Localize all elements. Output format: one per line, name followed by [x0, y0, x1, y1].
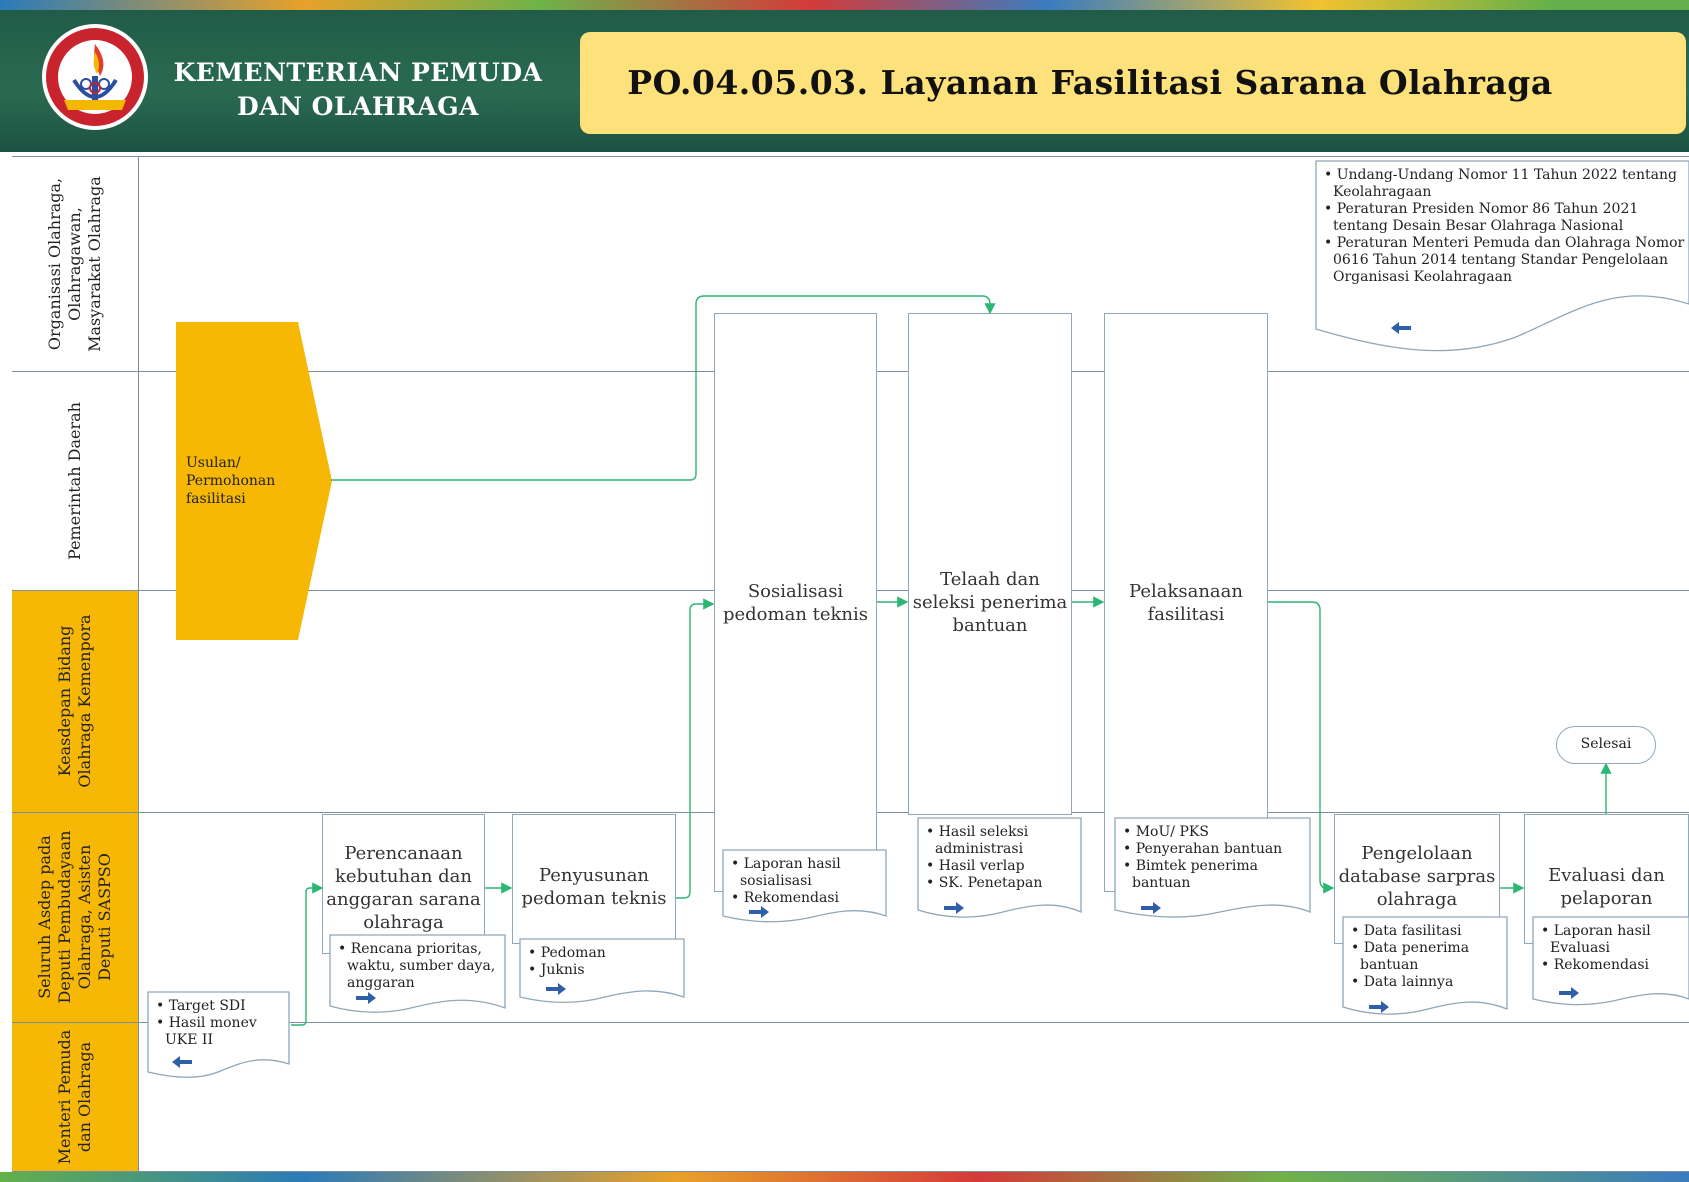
arrow-right-icon — [356, 992, 376, 1004]
lane-label-organisasi: Organisasi Olahraga, Olahragawan, Masyar… — [12, 156, 139, 371]
arrow-right-icon — [546, 983, 566, 995]
process-pelaksanaan — [1104, 313, 1268, 892]
end-terminator — [1556, 726, 1656, 764]
doc-laporan-sosialisasi-item: • Rekomendasi — [731, 890, 839, 906]
lane-label-asdep: Seluruh Asdep pada Deputi Pembudayaan Ol… — [12, 812, 139, 1022]
arrow-right-icon — [1559, 987, 1579, 999]
connector-target-to-perencanaan — [291, 882, 324, 1026]
arrow-right-icon — [1141, 902, 1161, 914]
process-evaluasi-label: Evaluasi dan pelaporan — [1548, 865, 1665, 909]
doc-hasil-seleksi-item: • Hasil seleksi administrasi — [926, 824, 1029, 857]
process-pelaksanaan-label: Pelaksanaan fasilitasi — [1129, 581, 1243, 625]
process-telaah-label: Telaah dan seleksi penerima bantuan — [912, 569, 1068, 636]
process-sosialisasi — [714, 313, 877, 892]
process-telaah — [908, 313, 1072, 815]
title-box — [580, 32, 1686, 134]
doc-hasil-seleksi-item: • Hasil verlap — [926, 858, 1025, 874]
document-target: • Target SDI • Hasil monev UKE II — [147, 991, 290, 1078]
doc-data-item: • Data lainnya — [1351, 974, 1454, 990]
doc-data-item: • Data penerima bantuan — [1351, 940, 1470, 973]
process-perencanaan-label: Perencanaan kebutuhan dan anggaran saran… — [326, 843, 481, 933]
organization-name: KEMENTERIAN PEMUDA DAN OLAHRAGA — [173, 58, 543, 121]
doc-regulasi-item: • Peraturan Presiden Nomor 86 Tahun 2021… — [1324, 201, 1639, 234]
process-perencanaan — [322, 814, 485, 954]
document-hasil-seleksi: • Hasil seleksi administrasi • Hasil ver… — [917, 817, 1082, 922]
doc-rencana-item: • Rencana prioritas, waktu, sumber daya,… — [338, 941, 496, 991]
connector-start-to-telaah — [331, 295, 996, 481]
connector-pelaksanaan-to-pengelolaan — [1268, 601, 1335, 894]
doc-pedoman-item: • Juknis — [528, 962, 585, 978]
document-data: • Data fasilitasi • Data penerima bantua… — [1342, 916, 1508, 1017]
start-label: Usulan/ Permohonan fasilitasi — [186, 455, 276, 507]
arrow-left-icon — [1391, 322, 1411, 334]
arrow-left-icon — [172, 1056, 192, 1068]
doc-laporan-evaluasi-item: • Laporan hasil Evaluasi — [1541, 923, 1651, 956]
lane-separator — [12, 156, 1689, 157]
process-penyusunan-label: Penyusunan pedoman teknis — [521, 865, 667, 909]
lane-label-menteri: Menteri Pemuda dan Olahraga — [12, 1022, 139, 1172]
doc-pedoman-item: • Pedoman — [528, 945, 606, 961]
lane-separator — [12, 1171, 1689, 1172]
connector-penyusunan-to-sosialisasi — [676, 598, 715, 899]
process-penyusunan — [512, 814, 676, 944]
process-sosialisasi-label: Sosialisasi pedoman teknis — [722, 581, 869, 625]
lane-label-pemda: Pemerintah Daerah — [12, 371, 139, 590]
doc-laporan-sosialisasi-item: • Laporan hasil sosialisasi — [731, 856, 841, 889]
lane-label-keasdepan: Keasdepan Bidang Olahraga Kemenpora — [12, 590, 139, 812]
document-pedoman: • Pedoman • Juknis — [519, 938, 685, 1003]
doc-regulasi-item: • Peraturan Menteri Pemuda dan Olahraga … — [1324, 235, 1685, 285]
doc-mou-item: • Bimtek penerima bantuan — [1123, 858, 1258, 891]
doc-regulasi-item: • Undang-Undang Nomor 11 Tahun 2022 tent… — [1324, 167, 1677, 200]
decorative-bottom-strip — [0, 1172, 1689, 1182]
doc-target-item: • Target SDI — [156, 998, 246, 1014]
start-shape — [176, 322, 332, 640]
document-rencana: • Rencana prioritas, waktu, sumber daya,… — [329, 934, 506, 1013]
end-label: Selesai — [1580, 736, 1632, 752]
doc-data-item: • Data fasilitasi — [1351, 923, 1462, 939]
page-title: PO.04.05.03. Layanan Fasilitasi Sarana O… — [627, 63, 1553, 102]
document-laporan-evaluasi: • Laporan hasil Evaluasi • Rekomendasi — [1532, 916, 1689, 1009]
document-regulasi: • Undang-Undang Nomor 11 Tahun 2022 tent… — [1315, 160, 1689, 357]
doc-target-item: • Hasil monev UKE II — [156, 1015, 257, 1048]
doc-mou-item: • Penyerahan bantuan — [1123, 841, 1283, 857]
lane-separator — [12, 1022, 1689, 1023]
kemenpora-logo — [40, 22, 150, 132]
document-mou: • MoU/ PKS • Penyerahan bantuan • Bimtek… — [1114, 817, 1311, 922]
arrow-right-icon — [749, 906, 769, 918]
doc-hasil-seleksi-item: • SK. Penetapan — [926, 875, 1043, 891]
arrow-right-icon — [1369, 1001, 1389, 1013]
doc-laporan-evaluasi-item: • Rekomendasi — [1541, 957, 1649, 973]
doc-mou-item: • MoU/ PKS — [1123, 824, 1209, 840]
arrow-right-icon — [944, 902, 964, 914]
process-pengelolaan-label: Pengelolaan database sarpras olahraga — [1338, 843, 1496, 910]
document-laporan-sosialisasi: • Laporan hasil sosialisasi • Rekomendas… — [722, 849, 887, 924]
decorative-top-strip — [0, 0, 1689, 10]
